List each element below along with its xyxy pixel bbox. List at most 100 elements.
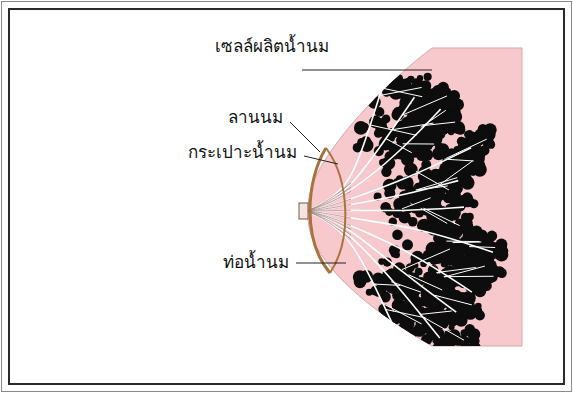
duct-line (444, 159, 473, 161)
leader-line (302, 70, 432, 71)
gland-lobule (407, 76, 415, 84)
gland-lobule (480, 234, 493, 247)
part-label: กระเปาะน้ำนม (187, 142, 298, 162)
duct-line (435, 295, 472, 305)
inner-frame (9, 9, 564, 384)
areola-outline (310, 148, 330, 273)
part-label: เซลล์ผลิตน้ำนม (214, 36, 330, 56)
gland-lobule (393, 345, 399, 351)
leader-line (304, 156, 338, 164)
duct-line (421, 208, 448, 223)
duct-line (403, 143, 434, 144)
gland-lobule (443, 99, 454, 110)
gland-lobule (478, 254, 486, 262)
gland-lobule (474, 159, 486, 171)
gland-lobule (449, 324, 455, 330)
gland-lobule (483, 123, 496, 136)
duct-line (306, 181, 458, 211)
duct-line (306, 109, 441, 211)
duct-line (306, 211, 456, 312)
gland-lobule (384, 332, 392, 340)
duct-line (440, 161, 473, 185)
duct-line (306, 207, 464, 211)
gland-lobule (366, 79, 378, 91)
gland-lobule (388, 332, 397, 341)
leader-line (296, 263, 346, 264)
part-label: ท่อน้ำนม (222, 252, 290, 272)
gland-lobule (441, 315, 450, 324)
milk-ducts (306, 71, 495, 340)
gland-lobule (466, 219, 472, 225)
duct-line (402, 96, 447, 115)
gland-lobule (485, 261, 494, 270)
gland-lobule (396, 314, 405, 323)
gland-lobule (423, 149, 431, 157)
gland-lobule (457, 335, 468, 346)
duct-line (421, 110, 446, 127)
gland-lobule (429, 106, 441, 118)
gland-lobule (417, 75, 423, 81)
gland-lobule (453, 345, 464, 356)
gland-lobule (392, 230, 403, 241)
duct-line (469, 246, 495, 248)
duct-line (419, 311, 451, 314)
duct-line (382, 88, 422, 97)
duct-line (306, 211, 493, 252)
gland-lobule (480, 282, 487, 289)
duct-line (382, 303, 422, 324)
duct-line (444, 266, 485, 277)
duct-line (373, 284, 401, 285)
gland-lobule (368, 88, 379, 99)
duct-line (391, 282, 421, 292)
gland-lobule (463, 293, 470, 300)
gland-lobule (391, 74, 404, 87)
gland-lobule (493, 248, 501, 256)
gland-lobule (431, 275, 442, 286)
gland-lobule (354, 121, 368, 135)
gland-lobule (372, 87, 379, 94)
gland-lobule (405, 327, 418, 340)
duct-line (453, 241, 482, 243)
gland-lobule (424, 73, 432, 81)
gland-lobule (404, 290, 413, 299)
gland-lobule (421, 149, 433, 161)
gland-lobule (390, 57, 397, 64)
gland-lobule (479, 235, 488, 244)
gland-lobule (402, 239, 413, 250)
duct-line (444, 276, 494, 277)
part-label: ลานนม (227, 107, 284, 127)
duct-line (416, 178, 457, 190)
gland-lobule (375, 61, 388, 74)
gland-lobule (441, 338, 452, 349)
gland-lobule (432, 147, 445, 160)
gland-lobule (466, 146, 477, 157)
duct-line (446, 139, 487, 158)
duct-line (379, 87, 421, 95)
gland-lobule (388, 63, 395, 70)
duct-line (416, 186, 448, 190)
milk-glands (353, 57, 509, 356)
nipple (299, 203, 308, 219)
duct-line (402, 198, 431, 209)
duct-line (306, 211, 440, 338)
areola-outline (326, 148, 345, 273)
duct-line (370, 125, 416, 135)
gland-lobule (426, 139, 435, 148)
duct-line (420, 315, 464, 340)
duct-line (402, 249, 450, 270)
gland-lobule (400, 339, 411, 350)
gland-lobule (455, 125, 465, 135)
gland-lobule (462, 275, 474, 287)
gland-lobule (387, 66, 399, 78)
duct-line (385, 309, 426, 318)
gland-lobule (366, 289, 373, 296)
gland-lobule (499, 269, 507, 277)
duct-line (409, 275, 443, 290)
duct-line (423, 208, 459, 225)
gland-lobule (393, 251, 400, 258)
gland-lobule (408, 217, 418, 227)
gland-lobule (450, 204, 460, 214)
